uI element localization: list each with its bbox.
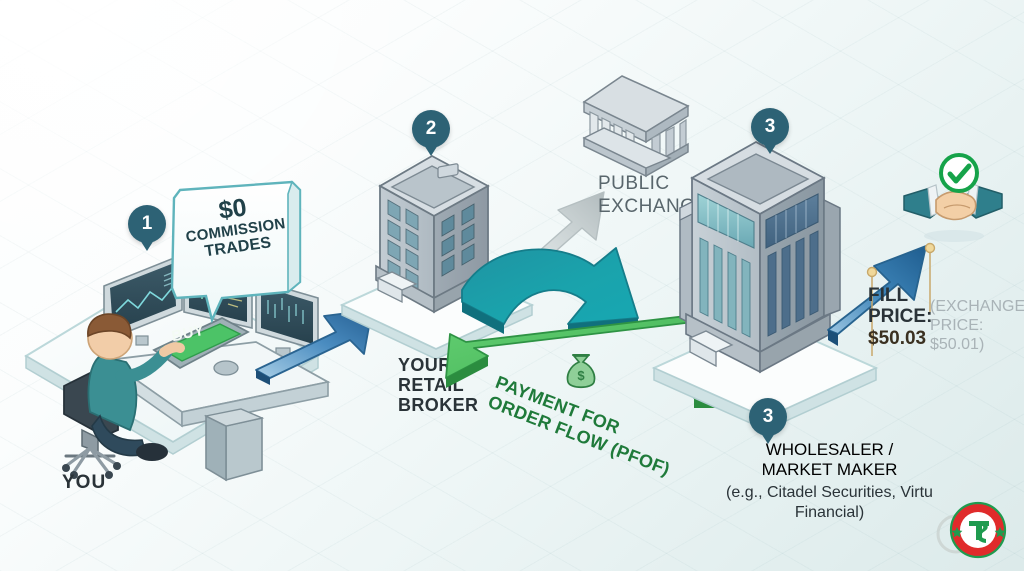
exchange-price-callout: (EXCHANGE PRICE: $50.01) bbox=[930, 297, 1024, 355]
money-bag-icon: $ bbox=[566, 354, 596, 389]
public-exchange-label: PUBLIC EXCHANGE bbox=[598, 172, 709, 218]
exchange-price-line-1: (EXCHANGE bbox=[930, 298, 1024, 315]
broker-label-line-1: YOUR bbox=[398, 355, 452, 375]
you-label: YOU bbox=[62, 472, 107, 493]
public-exchange-building bbox=[582, 75, 690, 178]
fill-price-leader-lines bbox=[866, 242, 936, 356]
wholesaler-title-line-2: MARKET MAKER bbox=[761, 460, 898, 480]
wholesaler-label: WHOLESALER / MARKET MAKER (e.g., Citadel… bbox=[722, 440, 937, 523]
fill-price-line-2: PRICE: bbox=[868, 306, 933, 328]
arrow-broker-to-wholesaler bbox=[461, 247, 639, 334]
handshake-icon bbox=[903, 182, 1003, 242]
broker-building bbox=[375, 154, 495, 314]
wholesaler-skyscraper bbox=[679, 140, 841, 374]
exchange-price-line-3: $50.01) bbox=[930, 336, 985, 354]
arrow-fill-execution bbox=[827, 245, 927, 346]
zero-commission-callout bbox=[170, 180, 302, 324]
trader-figure bbox=[62, 313, 185, 479]
fill-price-line-1: FILL bbox=[868, 285, 909, 306]
wholesaler-title-line-1: WHOLESALER / bbox=[765, 440, 894, 459]
wholesaler-subtitle: (e.g., Citadel Securities, Virtu Financi… bbox=[726, 484, 933, 522]
step-badge-1: 1 bbox=[128, 205, 166, 243]
check-circle-icon bbox=[939, 153, 979, 193]
fill-price-callout: FILL PRICE: $50.03 bbox=[868, 285, 932, 349]
fill-price-value: $50.03 bbox=[868, 327, 927, 349]
step-badge-3-bottom: 3 bbox=[749, 398, 787, 436]
broker-label-line-3: BROKER bbox=[398, 395, 479, 416]
exchange-price-line-2: PRICE: bbox=[930, 317, 984, 335]
step-badge-2: 2 bbox=[412, 110, 450, 148]
public-exchange-line-1: PUBLIC bbox=[598, 173, 670, 194]
site-logo[interactable] bbox=[936, 500, 1010, 562]
svg-text:$: $ bbox=[577, 368, 585, 383]
arrow-you-to-broker bbox=[255, 309, 373, 385]
step-badge-3-top: 3 bbox=[751, 108, 789, 146]
